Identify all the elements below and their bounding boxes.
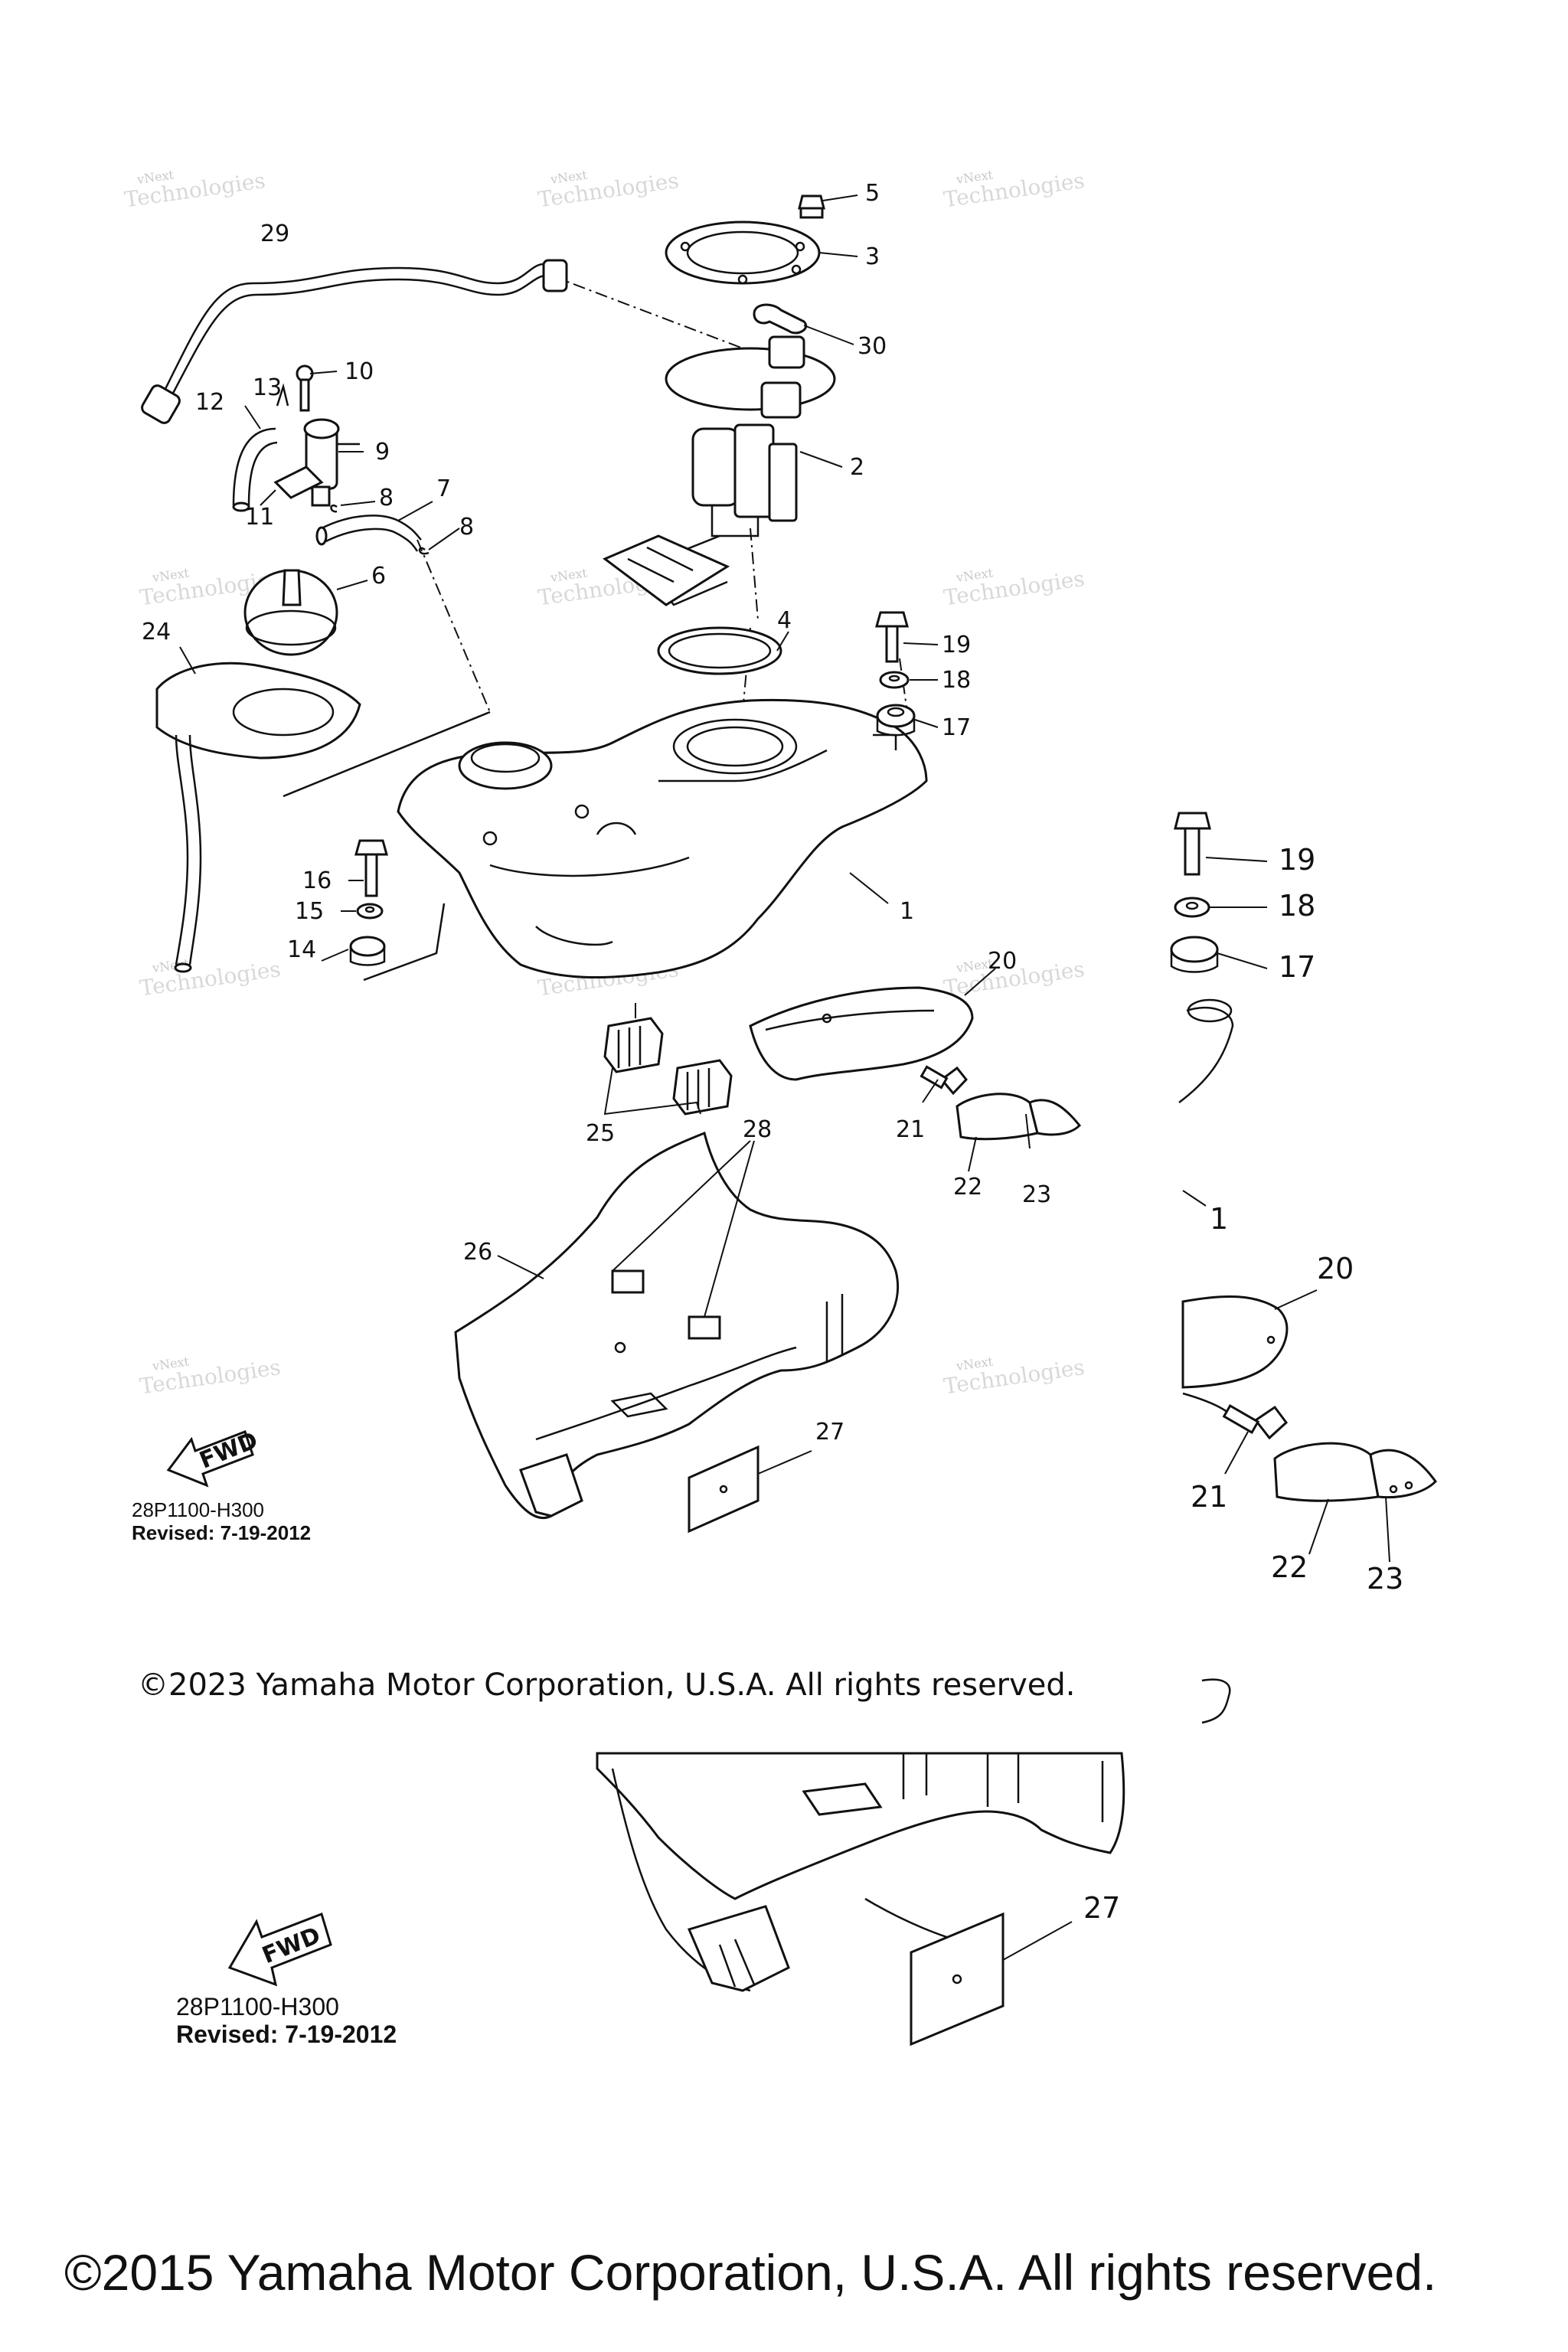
heat-shield-20 [749,986,974,1081]
part-label-16: 16 [302,867,332,894]
zoom-washer-18 [1174,897,1210,918]
bolt-21 [920,1065,968,1096]
gasket-4 [657,626,782,675]
zoom-label-21: 21 [1191,1480,1227,1514]
part-label-11: 11 [245,504,274,531]
copyright-outer: ©2015 Yamaha Motor Corporation, U.S.A. A… [64,2244,1437,2301]
zoom-label-27: 27 [1083,1891,1120,1925]
pad-28 [611,1269,721,1340]
part-label-6: 6 [371,563,386,590]
part-label-17: 17 [942,714,971,741]
zoom-bolt-19 [1174,812,1211,876]
copyright-inner: ©2023 Yamaha Motor Corporation, U.S.A. A… [138,1668,1076,1703]
zoom-label-1: 1 [1210,1202,1228,1236]
protector-23 [1028,1099,1082,1136]
fwd-arrow-icon: FWD [166,1427,262,1488]
zoom-label-22: 22 [1271,1550,1308,1584]
fuel-tank-1 [397,698,928,979]
zoom-inset-bottom [596,1752,1125,2047]
part-label-18: 18 [942,667,971,694]
zoom-label-20: 20 [1317,1252,1354,1285]
hose-12 [232,427,278,512]
zoom-grommet-17 [1170,936,1219,973]
part-label-27: 27 [815,1419,844,1446]
clip-13 [276,383,289,407]
washer-18 [879,671,910,689]
fuel-cap-6 [243,569,338,656]
protector-22 [956,1093,1039,1141]
frame-cover-26 [454,1131,900,1520]
zoom-inset-right [1170,812,1437,1724]
part-label-19: 19 [942,632,971,658]
clamp-30 [753,303,807,335]
part-label-25: 25 [586,1120,615,1147]
part-label-26: 26 [463,1239,492,1266]
revision-date: Revised: 7-19-2012 [132,1521,312,1544]
part-label-2: 2 [850,454,864,481]
rollover-valve-9 [303,418,360,507]
part-label-21: 21 [896,1116,925,1143]
part-label-3: 3 [865,243,880,270]
part-label-23: 23 [1022,1181,1051,1208]
part-label-29: 29 [260,220,289,247]
fwd-label: FWD [196,1427,262,1475]
part-label-24: 24 [142,619,171,645]
part-label-7: 7 [436,475,451,502]
pump-plate-ring-3 [665,220,821,285]
zoom-protector-22 [1273,1442,1380,1502]
fuel-pump-2 [603,335,836,606]
zoom-labels: 19 18 17 1 20 21 22 23 27 [1083,843,1403,1925]
part-label-13: 13 [253,374,282,401]
cap-tray-24 [155,662,361,973]
zoom-bolt-21 [1222,1404,1289,1440]
grommet-17 [876,704,916,737]
bolt-19 [875,611,909,663]
zoom-label-23: 23 [1367,1562,1403,1596]
washer-15 [356,903,384,920]
clip-8 [330,505,430,555]
damper-25 [603,1017,733,1116]
bolt-10 [296,364,314,412]
part-label-1: 1 [900,898,914,925]
part-label-22: 22 [953,1174,982,1200]
zoom-label-19: 19 [1279,843,1315,877]
part-label-9: 9 [375,439,390,466]
part-label-10: 10 [345,358,374,385]
part-label-28: 28 [743,1116,772,1143]
part-label-15: 15 [295,898,324,925]
zoom-label-27 [910,1912,1004,2047]
part-label-8: 8 [379,485,394,511]
part-label-12: 12 [195,389,224,416]
drawing-code: 28P1100-H300 [132,1498,264,1521]
zoom-protector-23 [1369,1449,1437,1499]
breather-hose-29 [141,259,568,424]
hose-7 [315,514,422,552]
nut-5 [798,194,825,219]
part-label-30: 30 [858,333,887,360]
leader-lines [179,194,1390,1961]
drawing-code-large: 28P1100-H300 [176,1993,339,2020]
bolt-16 [354,839,388,897]
zoom-label-17: 17 [1279,950,1315,984]
part-label-4: 4 [777,607,792,634]
part-label-20: 20 [988,948,1017,975]
zoom-label-18: 18 [1279,889,1315,923]
label-27 [688,1445,760,1534]
bracket-11 [273,466,324,499]
part-label-8b: 8 [459,514,474,541]
fwd-arrow-large-icon: FWD [227,1913,332,1987]
part-label-14: 14 [287,936,316,963]
part-label-5: 5 [865,180,880,207]
grommet-14 [349,936,386,966]
revision-date-large: Revised: 7-19-2012 [176,2020,397,2048]
part-labels: 5 3 30 2 4 29 10 13 12 9 11 8 7 8 6 24 1… [142,180,1051,1446]
